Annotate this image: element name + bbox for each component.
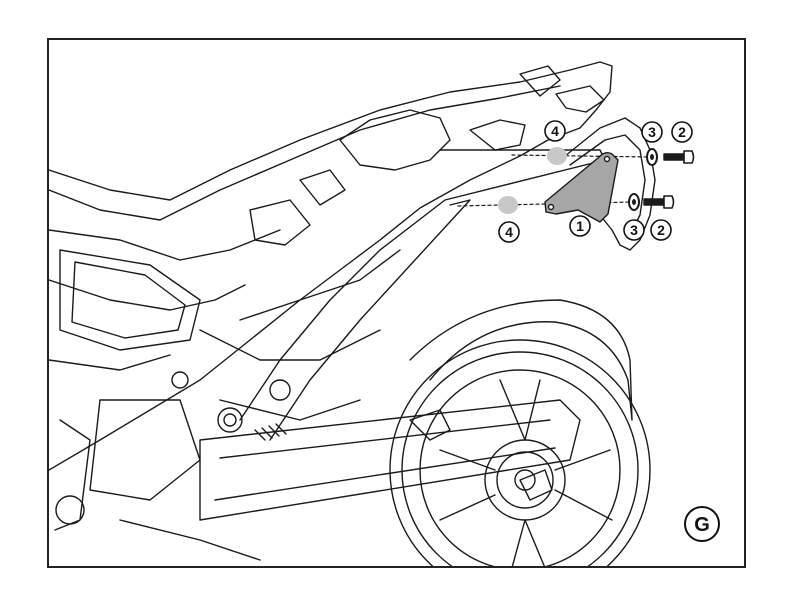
panel-letter-badge: G <box>684 506 720 542</box>
callout-washer-lower-label: 3 <box>630 222 638 238</box>
bracket-hole-lower <box>547 203 555 211</box>
callout-bracket: 1 <box>569 215 591 237</box>
callout-washer-lower: 3 <box>623 219 645 241</box>
panel-letter: G <box>694 514 710 536</box>
spacer-parts <box>498 147 567 214</box>
subframe <box>199 149 606 441</box>
callout-bracket-label: 1 <box>576 218 584 234</box>
callout-screw-upper: 2 <box>671 121 693 143</box>
callout-washer-upper-label: 3 <box>648 124 656 140</box>
figure-frame <box>47 38 746 568</box>
callout-spacer-upper-label: 4 <box>551 123 559 139</box>
callout-spacer-lower-label: 4 <box>505 224 513 240</box>
bracket-hole-upper <box>603 155 611 163</box>
rear-fender <box>559 117 656 251</box>
callout-screw-lower: 2 <box>650 219 672 241</box>
callout-washer-upper: 3 <box>641 121 663 143</box>
callout-spacer-upper: 4 <box>544 120 566 142</box>
washer-parts <box>628 148 658 211</box>
mounting-bracket <box>544 151 619 223</box>
screw-parts <box>643 150 695 209</box>
engine-area <box>54 371 291 561</box>
motorcycle-body <box>49 61 613 471</box>
callout-screw-upper-label: 2 <box>678 124 686 140</box>
callout-spacer-lower: 4 <box>498 221 520 243</box>
callout-screw-lower-label: 2 <box>657 222 665 238</box>
swingarm <box>199 399 581 521</box>
